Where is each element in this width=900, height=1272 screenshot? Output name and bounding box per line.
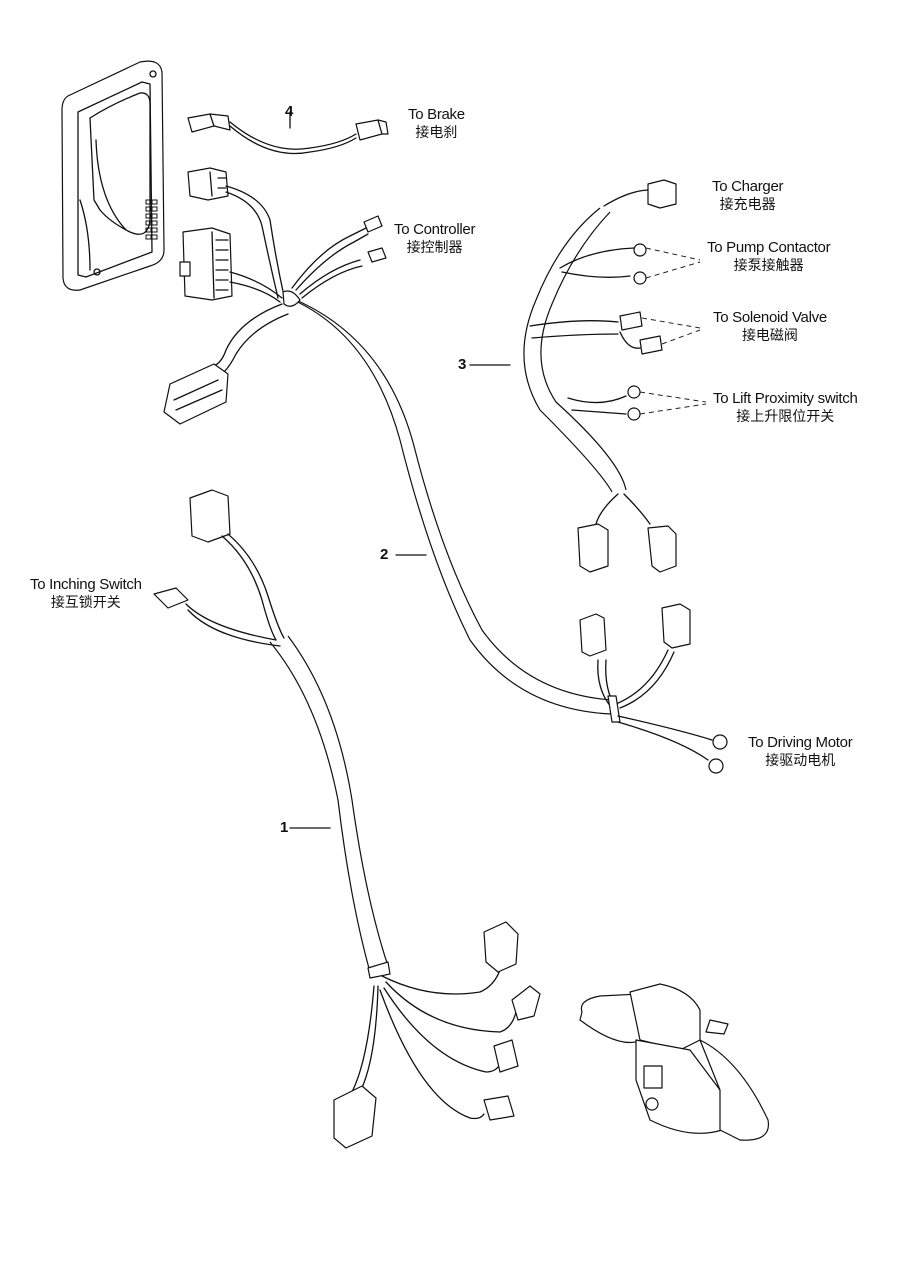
harness-4 bbox=[187, 113, 389, 155]
controller-module bbox=[61, 60, 165, 291]
label-brake: To Brake 接电刹 bbox=[408, 106, 465, 142]
label-driving-motor-en: To Driving Motor bbox=[748, 734, 853, 751]
connector-pins bbox=[145, 199, 158, 240]
callout-4: 4 bbox=[285, 103, 294, 120]
harness-3 bbox=[523, 179, 707, 573]
label-solenoid-valve: To Solenoid Valve 接电磁阀 bbox=[713, 309, 827, 345]
label-lift-proximity: To Lift Proximity switch 接上升限位开关 bbox=[713, 390, 858, 426]
label-inching-switch-en: To Inching Switch bbox=[30, 576, 142, 593]
label-pump-contactor-en: To Pump Contactor bbox=[707, 239, 831, 256]
label-lift-proximity-en: To Lift Proximity switch bbox=[713, 390, 858, 407]
callout-1: 1 bbox=[280, 819, 289, 836]
label-solenoid-valve-zh: 接电磁阀 bbox=[741, 327, 798, 344]
label-inching-switch: To Inching Switch 接互锁开关 bbox=[30, 576, 142, 612]
label-lift-proximity-zh: 接上升限位开关 bbox=[736, 408, 835, 425]
harness-2 bbox=[163, 167, 728, 774]
callout-3: 3 bbox=[458, 356, 467, 373]
label-driving-motor-zh: 接驱动电机 bbox=[765, 752, 836, 769]
label-charger-zh: 接充电器 bbox=[719, 196, 776, 213]
label-controller-en: To Controller bbox=[394, 221, 476, 238]
harness-1 bbox=[153, 489, 541, 1149]
label-controller: To Controller 接控制器 bbox=[394, 221, 475, 257]
tiller-handle bbox=[579, 983, 770, 1141]
label-brake-en: To Brake bbox=[408, 106, 465, 123]
label-controller-zh: 接控制器 bbox=[406, 239, 463, 256]
label-brake-zh: 接电刹 bbox=[415, 124, 458, 141]
label-solenoid-valve-en: To Solenoid Valve bbox=[713, 309, 827, 326]
label-inching-switch-zh: 接互锁开关 bbox=[50, 594, 121, 611]
label-charger-en: To Charger bbox=[712, 178, 784, 195]
callout-2: 2 bbox=[380, 546, 389, 563]
label-pump-contactor: To Pump Contactor 接泵接触器 bbox=[707, 239, 831, 275]
label-charger: To Charger 接充电器 bbox=[712, 178, 784, 214]
label-pump-contactor-zh: 接泵接触器 bbox=[733, 257, 804, 274]
label-driving-motor: To Driving Motor 接驱动电机 bbox=[748, 734, 853, 770]
